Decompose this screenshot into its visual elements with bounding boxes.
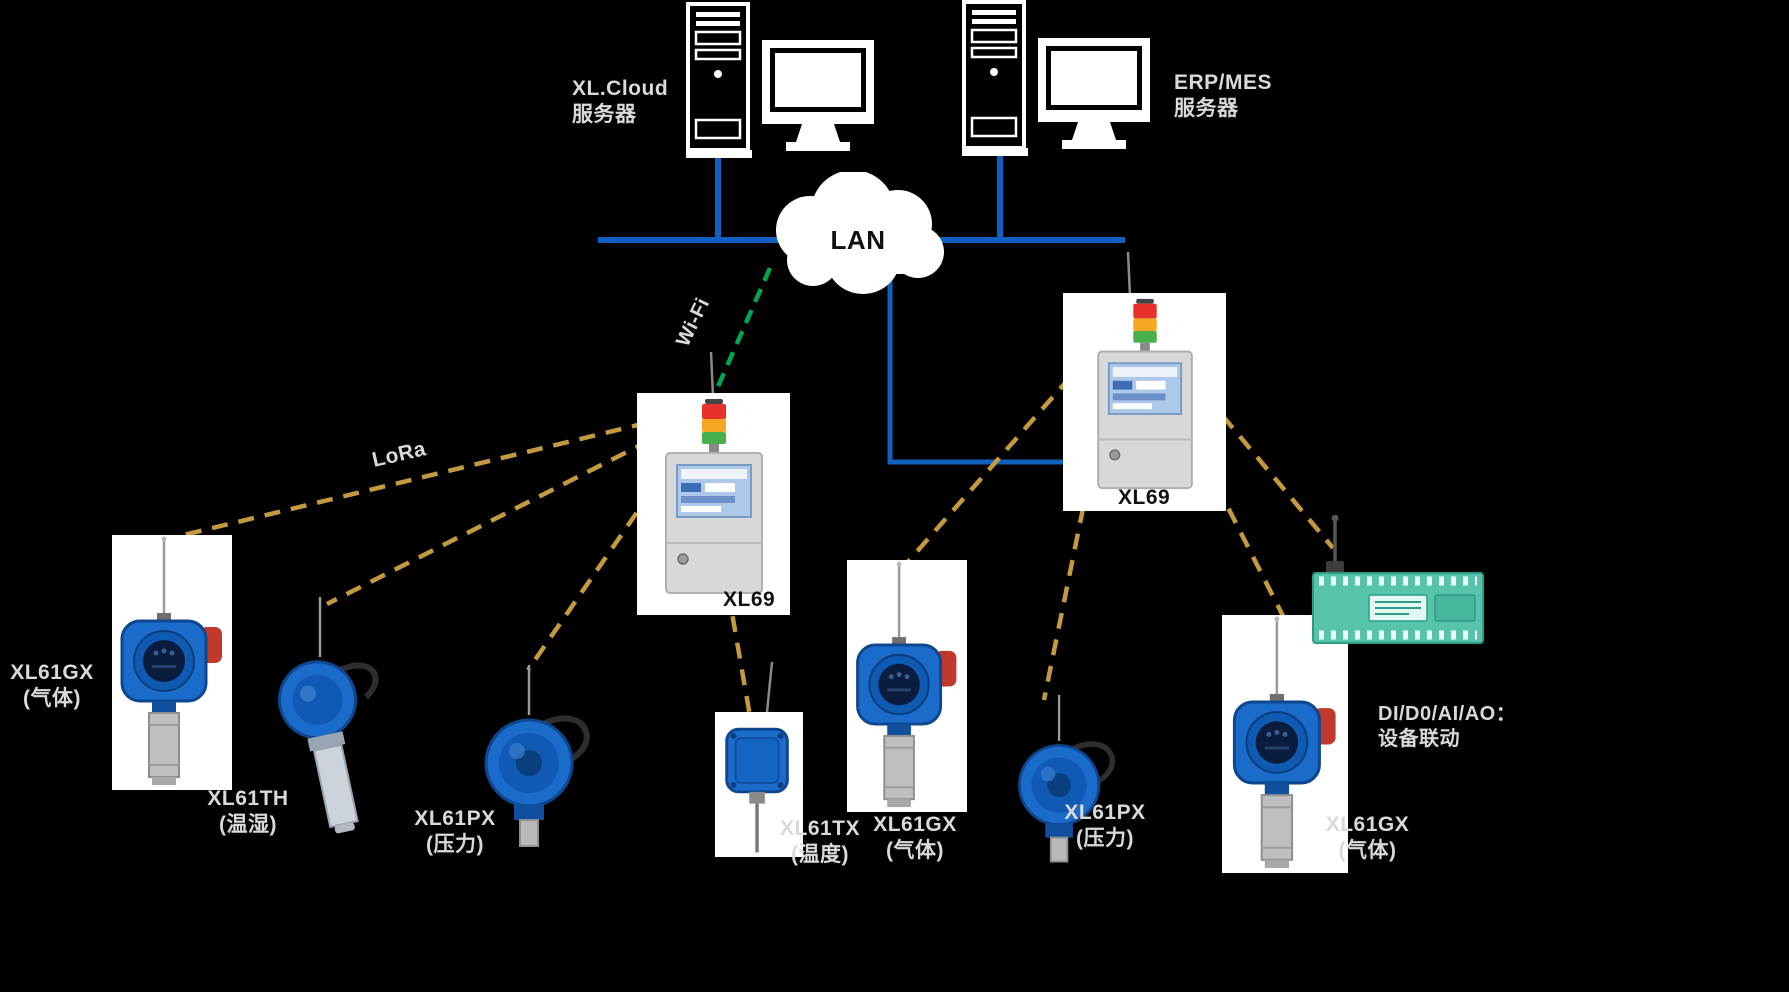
xl-cloud-server-label: XL.Cloud 服务器 <box>572 76 692 129</box>
sensor-xl61gx-mid <box>847 560 967 812</box>
sensor-type: (温度) <box>791 843 849 867</box>
server-label-line1: XL.Cloud <box>572 77 669 100</box>
gas-detector-icon <box>847 560 967 812</box>
label-xl61gx-mid: XL61GX (气体) <box>860 812 970 865</box>
server-label-line2: 服务器 <box>572 103 637 127</box>
sensor-type: (压力) <box>1076 827 1134 851</box>
io-module <box>1305 515 1490 650</box>
sensor-type: (气体) <box>886 839 944 863</box>
controller-icon <box>1070 293 1220 493</box>
xl-cloud-server-icon <box>686 2 876 160</box>
label-xl61tx: XL61TX (温度) <box>765 816 875 869</box>
controller-2-label: XL69 <box>1118 486 1171 509</box>
server-label-line1: ERP/MES <box>1174 71 1273 94</box>
controller-1-label: XL69 <box>723 588 776 611</box>
sensor-type: (温湿) <box>219 813 277 837</box>
gas-detector-icon <box>112 535 232 790</box>
controller-1-card: XL69 <box>637 393 790 615</box>
sensor-model: XL61PX <box>414 807 496 830</box>
controller-2-card: XL69 <box>1063 293 1226 511</box>
sensor-type: (气体) <box>23 687 81 711</box>
lan-label: LAN <box>830 225 886 255</box>
wifi-link-line <box>710 267 773 399</box>
plc-io-module-icon <box>1305 515 1490 650</box>
sensor-model: XL61PX <box>1064 801 1146 824</box>
label-xl61gx-right: XL61GX (气体) <box>1310 812 1425 865</box>
sensor-model: XL61TX <box>779 817 861 840</box>
controller-icon <box>639 393 789 598</box>
sensor-model: XL61GX <box>873 813 957 836</box>
sensor-model: XL61GX <box>1325 813 1410 836</box>
server-label-line2: 服务器 <box>1174 97 1239 121</box>
label-xl61th: XL61TH (温湿) <box>193 786 303 839</box>
erp-mes-server-icon <box>962 0 1152 158</box>
sensor-type: (气体) <box>1338 839 1397 863</box>
label-io-module: DI/D0/AI/AO： 设备联动 <box>1378 702 1548 752</box>
antenna-lines <box>709 251 1132 713</box>
sensor-model: XL61GX <box>10 661 94 684</box>
sensor-xl61tx <box>715 712 803 857</box>
plc-label-line1: DI/D0/AI/AO： <box>1378 703 1517 725</box>
label-xl61px-left: XL61PX (压力) <box>400 806 510 859</box>
sensor-xl61gx-right <box>1222 615 1348 873</box>
plc-label-line2: 设备联动 <box>1378 728 1460 750</box>
erp-mes-server-label: ERP/MES 服务器 <box>1174 70 1304 123</box>
sensor-model: XL61TH <box>207 787 289 810</box>
label-xl61gx-left: XL61GX (气体) <box>2 660 102 713</box>
sensor-type: (压力) <box>426 833 484 857</box>
sensor-xl61gx-left <box>112 535 232 790</box>
label-xl61px-right: XL61PX (压力) <box>1050 800 1160 853</box>
